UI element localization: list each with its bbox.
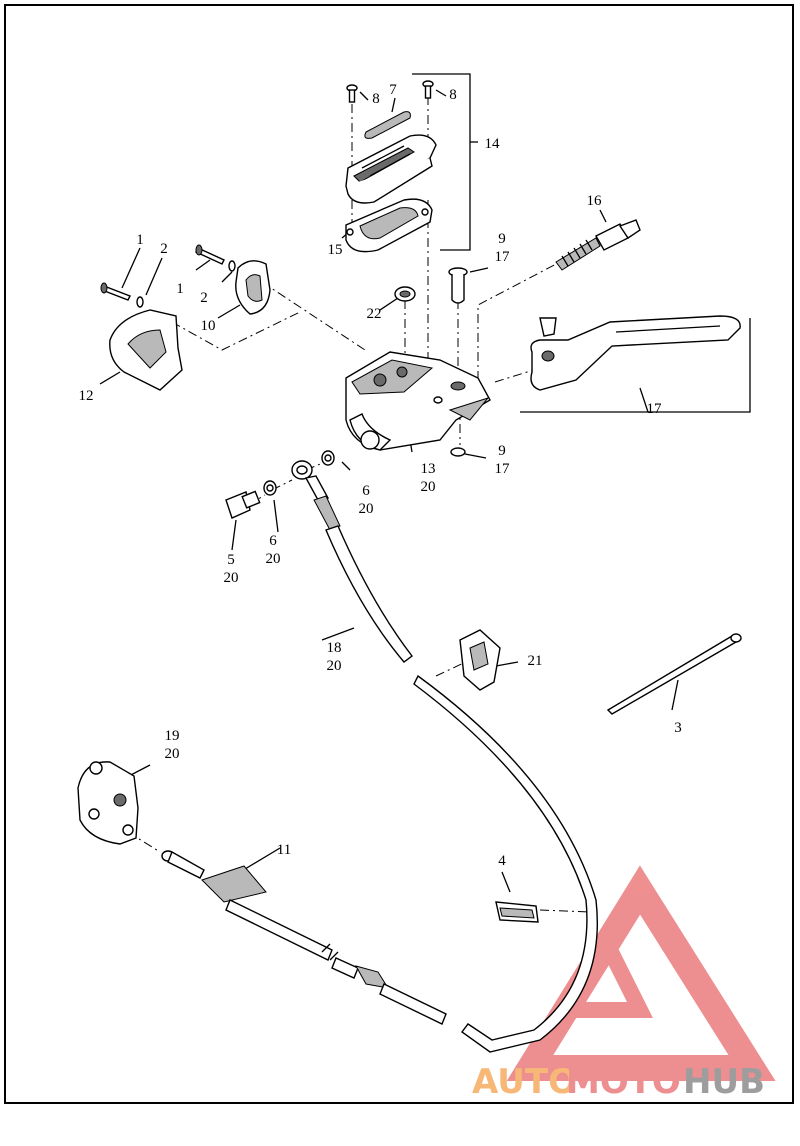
callout-c1b-line-0: 1 — [176, 281, 184, 297]
hand-lever — [530, 315, 741, 391]
watermark-logo: AUTO MOTO HUB — [472, 865, 776, 1102]
banjo-bolt — [225, 490, 261, 519]
retaining-ring — [450, 447, 466, 457]
cover-gasket — [345, 198, 433, 253]
callout-c9b-line-0: 9 — [498, 443, 506, 459]
reservoir-cover — [345, 134, 437, 204]
callout-c15-line-0: 15 — [328, 242, 343, 258]
hose-clip-bracket — [459, 629, 501, 691]
sealing-washer-1 — [263, 480, 277, 496]
callout-c4-line-0: 4 — [498, 853, 506, 869]
callout-c17-line-0: 17 — [647, 401, 663, 417]
callout-c8b-line-0: 8 — [449, 87, 457, 103]
callout-c2b-line-0: 2 — [200, 290, 208, 306]
callout-c6b-line-1: 20 — [359, 501, 374, 517]
handlebar-clamp — [235, 260, 271, 315]
clamp-screw-lower — [100, 282, 144, 308]
piston-assembly — [555, 219, 641, 271]
clutch-cable-assembly — [161, 850, 447, 1025]
callout-c5-line-0: 5 — [227, 552, 235, 568]
slave-cylinder — [77, 761, 139, 845]
cable-strap — [606, 633, 742, 715]
callout-c16-line-0: 16 — [587, 193, 603, 209]
cover-screw-left — [346, 84, 358, 103]
callout-c9a-line-1: 17 — [495, 249, 511, 265]
pivot-pin — [448, 267, 468, 304]
callout-c13-line-0: 13 — [421, 461, 436, 477]
callout-c12-line-0: 12 — [79, 388, 94, 404]
watermark-auto: AUTO — [472, 1062, 577, 1102]
callout-c13-line-1: 20 — [421, 479, 436, 495]
cover-screw-right — [422, 80, 434, 99]
callout-c9a-line-0: 9 — [498, 231, 506, 247]
callout-c21-line-0: 21 — [528, 653, 543, 669]
hose-clip — [495, 901, 539, 923]
master-cylinder-body — [345, 351, 491, 451]
cover-insert — [364, 111, 411, 139]
callout-c19-line-0: 19 — [165, 728, 180, 744]
callout-c1a-line-0: 1 — [136, 232, 144, 248]
clamp-screw-upper — [195, 244, 236, 272]
callout-c14-line-0: 14 — [485, 136, 501, 152]
callout-c3-line-0: 3 — [674, 720, 682, 736]
sight-glass — [394, 286, 416, 302]
callout-c9b-line-1: 17 — [495, 461, 511, 477]
callout-c8a-line-0: 8 — [372, 91, 380, 107]
switch-housing-cover — [109, 309, 183, 391]
callout-c5-line-1: 20 — [224, 570, 239, 586]
sealing-washer-2 — [321, 450, 335, 466]
callout-c10-line-0: 10 — [201, 318, 216, 334]
callout-c19-line-1: 20 — [165, 746, 180, 762]
callout-c6a-line-1: 20 — [266, 551, 281, 567]
callout-c6a-line-0: 6 — [269, 533, 277, 549]
hydraulic-hose — [291, 460, 598, 1053]
callout-c22-line-0: 22 — [367, 306, 382, 322]
diagram-frame — [4, 4, 794, 1104]
callout-c18-line-0: 18 — [327, 640, 342, 656]
callout-c11-line-0: 11 — [277, 842, 291, 858]
watermark-moto: MOTO — [566, 1062, 681, 1102]
watermark-hub: HUB — [683, 1062, 765, 1102]
callout-c18-line-1: 20 — [327, 658, 342, 674]
callout-c6b-line-0: 6 — [362, 483, 370, 499]
callout-c2a-line-0: 2 — [160, 241, 168, 257]
callout-c7-line-0: 7 — [389, 82, 397, 98]
